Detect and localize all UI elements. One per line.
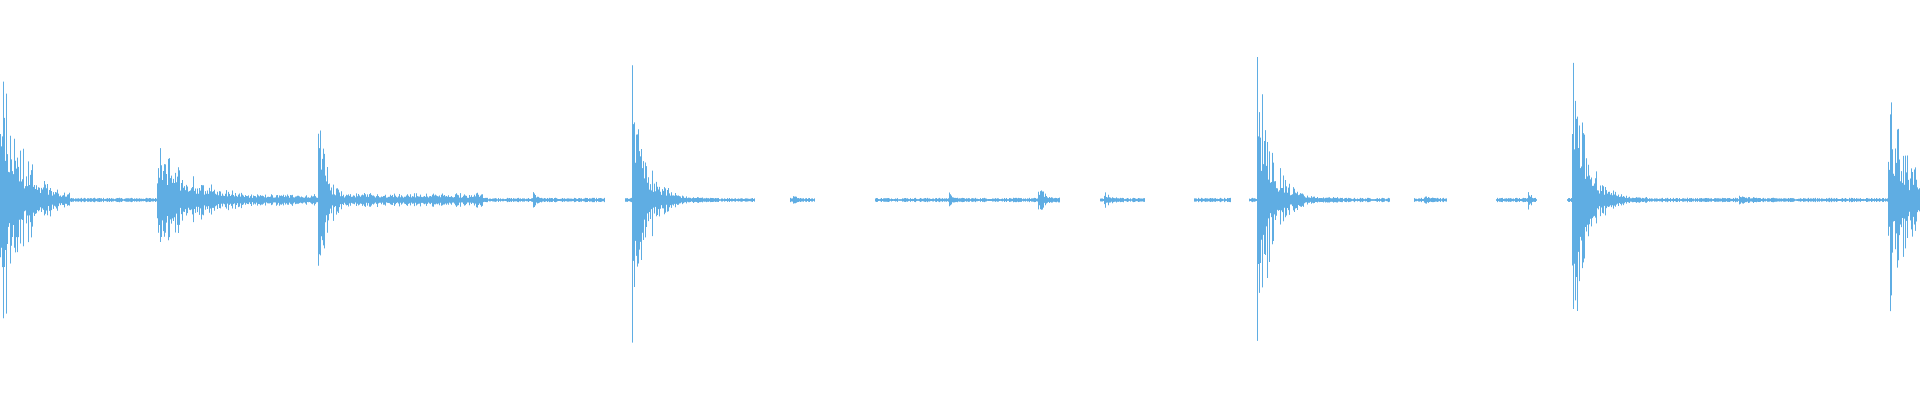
waveform-transient [533, 192, 543, 208]
waveform-transient [1104, 192, 1124, 208]
waveform-transient [157, 148, 317, 242]
waveform-transient [949, 192, 961, 207]
waveform-transient [0, 81, 70, 319]
waveform-transient [1038, 190, 1060, 210]
waveform-transient [1257, 57, 1342, 341]
waveform-transient [474, 192, 488, 208]
waveform-transient [1888, 102, 1920, 312]
waveform-transient [793, 196, 803, 204]
waveform-transient [318, 130, 483, 266]
waveform-transient [1424, 196, 1438, 204]
waveform-group [0, 57, 1920, 343]
waveform-baseline-segment [875, 197, 1060, 203]
waveform-transient [1528, 192, 1536, 210]
waveform-transient [1572, 62, 1647, 312]
waveform-baseline-segment [1194, 197, 1231, 203]
waveform-transient [632, 65, 707, 343]
waveform-transient [1739, 195, 1757, 205]
